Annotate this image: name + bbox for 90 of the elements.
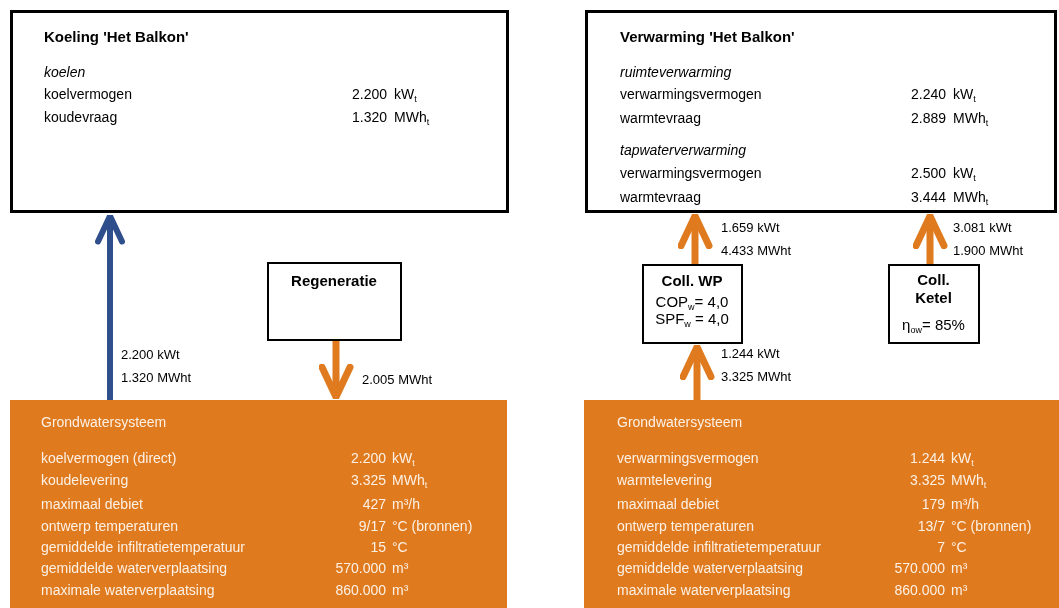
value-text: 1.320 xyxy=(351,108,387,126)
value-text: 9/17 xyxy=(358,517,386,535)
value-text: 3.444 xyxy=(910,188,946,206)
unit-text: MWh$_{t}$ xyxy=(392,471,428,489)
row-label: maximale waterverplaatsing xyxy=(617,581,791,599)
row-label: koudevraag xyxy=(44,108,118,126)
unit-text: MWh$_{t}$ xyxy=(953,188,989,206)
process-box xyxy=(267,262,402,341)
value-text: 2.200 xyxy=(350,449,386,467)
row-label: gemiddelde infiltratietemperatuur xyxy=(617,538,821,556)
unit-text: m³ xyxy=(392,581,409,599)
row-label: verwarmingsvermogen xyxy=(620,164,762,182)
value-text: 15 xyxy=(370,538,386,556)
arrow xyxy=(679,343,715,400)
value-text: 179 xyxy=(921,495,945,513)
value-text: 7 xyxy=(937,538,945,556)
unit-text: kW$_{t}$ xyxy=(953,85,976,103)
row-label: ontwerp temperaturen xyxy=(617,517,754,535)
row-label: gemiddelde waterverplaatsing xyxy=(41,559,227,577)
box-text: SPF$_{w}$ = 4,0 xyxy=(654,310,730,328)
row-label: ontwerp temperaturen xyxy=(41,517,178,535)
value-text: 2.240 xyxy=(910,85,946,103)
row-label: maximaal debiet xyxy=(41,495,143,513)
unit-text: °C (bronnen) xyxy=(951,517,1032,535)
unit-text: kW$_{t}$ xyxy=(394,85,417,103)
row-label: koudelevering xyxy=(41,471,129,489)
row-label: warmtevraag xyxy=(620,109,701,127)
unit-text: kW$_{t}$ xyxy=(392,449,415,467)
data-panel xyxy=(584,400,1059,608)
section-heading: koelen xyxy=(44,63,86,81)
box-title: Verwarming 'Het Balkon' xyxy=(620,28,795,46)
row-label: maximale waterverplaatsing xyxy=(41,581,215,599)
value-text: 570.000 xyxy=(335,559,386,577)
process-box xyxy=(888,264,980,344)
value-text: 860.000 xyxy=(894,581,945,599)
unit-text: MWh$_{t}$ xyxy=(953,109,989,127)
value-text: 2.200 xyxy=(351,85,387,103)
box-title: Regeneratie xyxy=(290,272,378,290)
value-text: 427 xyxy=(362,495,386,513)
edge-label: 2.005 MWht xyxy=(362,371,434,389)
unit-text: kW$_{t}$ xyxy=(951,449,974,467)
box-text: COP$_{w}$= 4,0 xyxy=(654,293,730,311)
arrow xyxy=(677,212,713,264)
value-text: 2.500 xyxy=(910,164,946,182)
value-text: 860.000 xyxy=(335,581,386,599)
row-label: warmtelevering xyxy=(617,471,712,489)
value-text: 1.244 xyxy=(909,449,945,467)
edge-label: 2.200 kWt 1.320 MWht xyxy=(121,346,193,387)
arrow xyxy=(912,212,948,264)
section-heading: tapwaterverwarming xyxy=(620,141,747,159)
box-title: Coll. WP xyxy=(660,272,724,290)
value-text: 3.325 xyxy=(909,471,945,489)
unit-text: MWh$_{t}$ xyxy=(951,471,987,489)
unit-text: m³ xyxy=(951,559,968,577)
row-label: verwarmingsvermogen xyxy=(617,449,759,467)
unit-text: m³/h xyxy=(951,495,979,513)
unit-text: MWh$_{t}$ xyxy=(394,108,430,126)
unit-text: m³ xyxy=(392,559,409,577)
panel-title: Grondwatersysteem xyxy=(617,413,743,431)
row-label: warmtevraag xyxy=(620,188,701,206)
box-text: η$_{ow}$= 85% xyxy=(901,316,966,334)
row-label: verwarmingsvermogen xyxy=(620,85,762,103)
value-text: 3.325 xyxy=(350,471,386,489)
row-label: gemiddelde infiltratietemperatuur xyxy=(41,538,245,556)
arrow xyxy=(318,341,354,401)
data-panel xyxy=(10,400,507,608)
unit-text: °C xyxy=(392,538,408,556)
panel-title: Grondwatersysteem xyxy=(41,413,167,431)
summary-box xyxy=(10,10,509,213)
arrow xyxy=(95,213,125,400)
edge-label: 3.081 kWt 1.900 MWht xyxy=(953,219,1025,260)
unit-text: m³/h xyxy=(392,495,420,513)
box-title: Koeling 'Het Balkon' xyxy=(44,28,189,46)
section-heading: ruimteverwarming xyxy=(620,63,732,81)
value-text: 2.889 xyxy=(910,109,946,127)
value-text: 570.000 xyxy=(894,559,945,577)
row-label: koelvermogen (direct) xyxy=(41,449,177,467)
unit-text: °C (bronnen) xyxy=(392,517,473,535)
unit-text: °C xyxy=(951,538,967,556)
edge-label: 1.244 kWt 3.325 MWht xyxy=(721,345,793,386)
row-label: gemiddelde waterverplaatsing xyxy=(617,559,803,577)
process-box xyxy=(642,264,743,344)
unit-text: kW$_{t}$ xyxy=(953,164,976,182)
row-label: koelvermogen xyxy=(44,85,132,103)
row-label: maximaal debiet xyxy=(617,495,719,513)
summary-box xyxy=(585,10,1057,213)
edge-label: 1.659 kWt 4.433 MWht xyxy=(721,219,793,260)
box-title: Coll. Ketel xyxy=(914,271,953,307)
value-text: 13/7 xyxy=(917,517,945,535)
unit-text: m³ xyxy=(951,581,968,599)
